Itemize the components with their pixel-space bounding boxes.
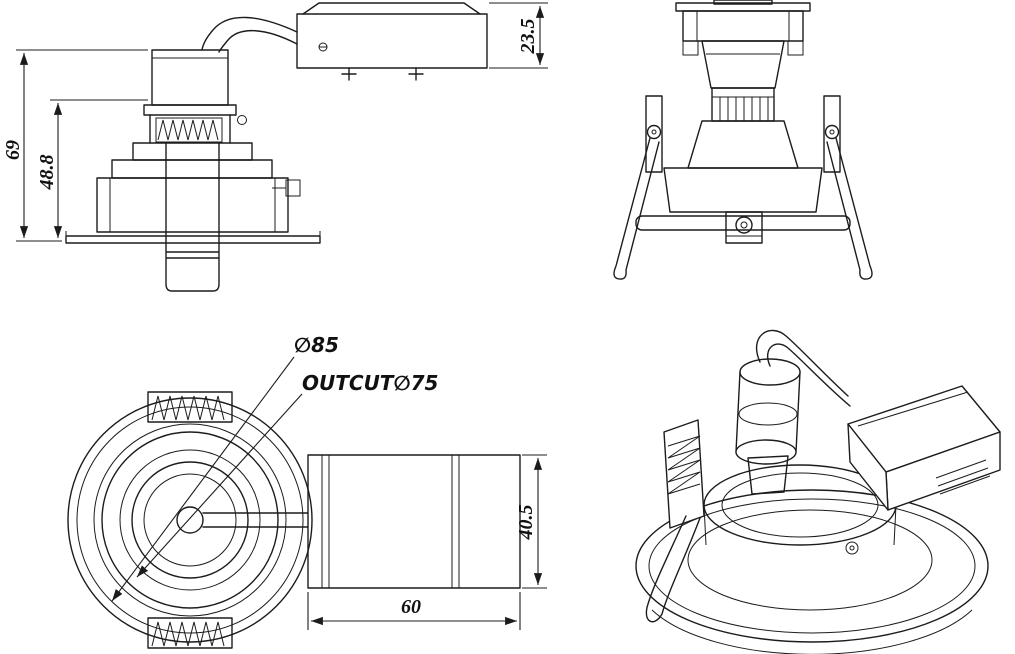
dim-body-height: 48.8 — [36, 99, 148, 238]
fixture-body-side — [65, 49, 321, 292]
iso-cable — [755, 329, 851, 407]
mount-arm — [202, 512, 309, 528]
outcut-text: OUTCUT∅75 — [302, 371, 438, 395]
label-trim-diameter: ∅85 — [111, 333, 339, 602]
dim-can-height-text: 40.5 — [515, 505, 537, 541]
plan-view: ∅85 OUTCUT∅75 40.5 60 — [67, 333, 547, 649]
trim-ring-front — [635, 215, 851, 231]
iso-trim-ring — [635, 489, 989, 654]
iso-junction-box — [847, 385, 1001, 511]
dim-can-height: 40.5 — [515, 454, 547, 589]
trim-diameter-text: ∅85 — [294, 333, 339, 357]
lamp-front — [711, 87, 775, 122]
leader-line — [136, 393, 303, 578]
body-cone — [687, 120, 799, 169]
leader-line — [111, 356, 295, 602]
lamp-holder — [701, 40, 785, 89]
spring-clip-right — [823, 95, 873, 280]
dim-can-depth-text: 60 — [401, 596, 421, 618]
side-view: 69 48.8 23.5 — [2, 2, 548, 292]
screw-icon — [408, 67, 424, 81]
spring-clip-left — [613, 95, 663, 280]
trim-ring — [65, 235, 321, 244]
torsion-spring — [155, 117, 223, 143]
iso-spring-clip — [645, 419, 705, 623]
junction-box — [296, 2, 488, 81]
front-view — [613, 0, 873, 280]
dim-box-height: 23.5 — [489, 2, 548, 69]
screw-icon — [341, 67, 357, 81]
cable-clamp — [725, 211, 763, 244]
can-profile — [307, 454, 521, 589]
isometric-view — [635, 329, 1001, 654]
latch — [285, 179, 301, 197]
dim-can-depth: 60 — [307, 592, 521, 630]
iso-latch — [845, 541, 859, 555]
dim-body-height-text: 48.8 — [36, 155, 58, 191]
dim-box-height-text: 23.5 — [517, 19, 539, 55]
body-rim — [663, 167, 823, 213]
dim-total-height-text: 69 — [2, 140, 24, 160]
iso-lamp — [735, 358, 801, 495]
spring-block-top — [147, 391, 233, 423]
trim-circles — [67, 397, 313, 643]
label-outcut: OUTCUT∅75 — [136, 371, 438, 578]
spring-clip-wire — [165, 142, 220, 292]
cable — [201, 16, 298, 53]
spring-block-bottom — [147, 617, 233, 649]
vent-slots — [935, 459, 991, 495]
dim-total-height: 69 — [2, 49, 148, 242]
